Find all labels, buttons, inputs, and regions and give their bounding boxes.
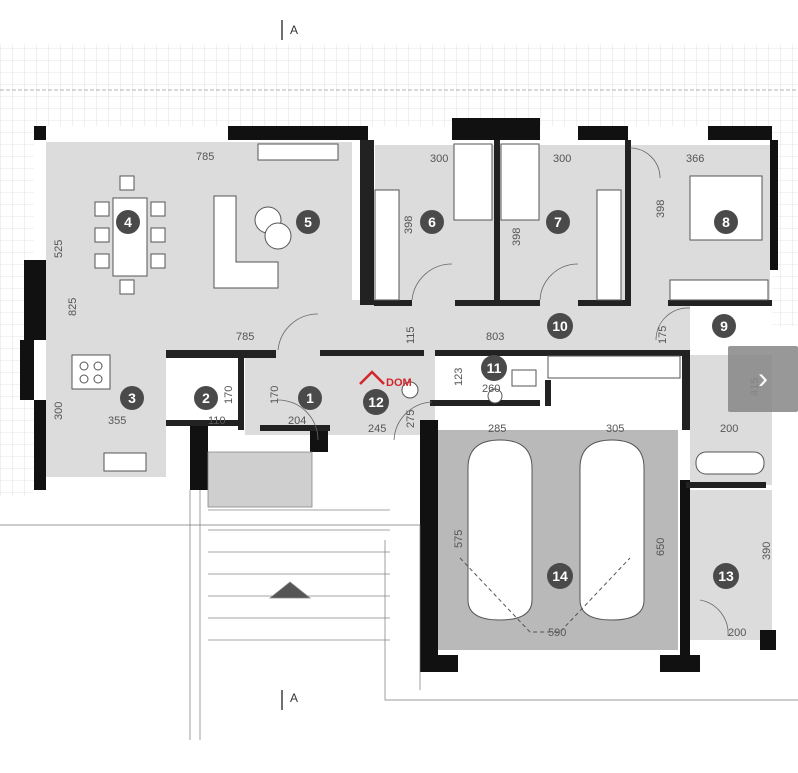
dim-590: 590 bbox=[548, 627, 566, 639]
terrace-grid-top bbox=[0, 44, 798, 126]
room-1-number: 1 bbox=[306, 390, 314, 406]
hall-floor bbox=[160, 300, 690, 355]
dim-110: 110 bbox=[208, 415, 226, 427]
section-label-bottom: A bbox=[290, 691, 298, 705]
room-5-number: 5 bbox=[304, 214, 312, 230]
plot-outline bbox=[0, 524, 798, 701]
room-12-number: 12 bbox=[368, 394, 384, 410]
entrance-stairs bbox=[189, 451, 390, 740]
dim-123: 123 bbox=[453, 368, 465, 386]
room-3-number: 3 bbox=[128, 390, 136, 406]
dim-650: 650 bbox=[655, 538, 667, 556]
dim-175: 175 bbox=[657, 326, 669, 344]
room-11-number: 11 bbox=[487, 360, 502, 376]
dim-285: 285 bbox=[488, 423, 506, 435]
dim-260: 260 bbox=[482, 383, 500, 395]
dim-200-b: 200 bbox=[728, 627, 746, 639]
watermark-text: DOM bbox=[386, 377, 412, 389]
dim-200-a: 200 bbox=[720, 423, 738, 435]
beds bbox=[374, 143, 769, 301]
dim-390: 390 bbox=[761, 542, 773, 560]
dim-170-a: 170 bbox=[223, 386, 235, 404]
exterior-walls bbox=[20, 118, 778, 672]
chevron-right-icon: › bbox=[758, 362, 768, 395]
dim-825: 825 bbox=[67, 298, 79, 316]
dim-525: 525 bbox=[53, 240, 65, 258]
cars bbox=[459, 439, 645, 633]
house-logo-icon: DOM bbox=[359, 370, 412, 389]
watermark-logo: DOM bbox=[356, 364, 424, 398]
dim-305: 305 bbox=[606, 423, 624, 435]
dim-300-a: 300 bbox=[430, 153, 448, 165]
kitchen-counter bbox=[71, 143, 339, 472]
room-8-number: 8 bbox=[722, 214, 730, 230]
dim-398-a: 398 bbox=[403, 216, 415, 234]
room-10-number: 10 bbox=[552, 318, 568, 334]
room-6-number: 6 bbox=[428, 214, 436, 230]
dim-115: 115 bbox=[405, 326, 417, 344]
dim-204: 204 bbox=[288, 415, 306, 427]
dim-398-c: 398 bbox=[655, 200, 667, 218]
room-9-number: 9 bbox=[720, 318, 728, 334]
room-4-number: 4 bbox=[124, 214, 132, 230]
room-14-number: 14 bbox=[552, 568, 568, 584]
dim-245: 245 bbox=[368, 423, 386, 435]
dim-275: 275 bbox=[405, 410, 417, 428]
dim-170-b: 170 bbox=[269, 386, 281, 404]
door-swings bbox=[277, 147, 729, 637]
room-2-number: 2 bbox=[202, 390, 210, 406]
dim-398-b: 398 bbox=[511, 228, 523, 246]
bathroom-fixtures bbox=[401, 355, 765, 475]
interior-walls bbox=[166, 140, 772, 488]
room-13-number: 13 bbox=[718, 568, 734, 584]
dim-355: 355 bbox=[108, 415, 126, 427]
dim-785-mid: 785 bbox=[236, 331, 254, 343]
dim-366: 366 bbox=[686, 153, 704, 165]
section-label-top: A bbox=[290, 23, 298, 37]
dim-300-b: 300 bbox=[553, 153, 571, 165]
entrance-arrow-icon bbox=[268, 581, 312, 599]
room-7-number: 7 bbox=[554, 214, 562, 230]
room-badges: 1 2 3 4 5 6 7 8 9 10 11 12 13 14 bbox=[116, 210, 739, 589]
dim-575: 575 bbox=[453, 530, 465, 548]
sofa bbox=[213, 195, 292, 289]
next-image-button[interactable]: › bbox=[728, 346, 798, 412]
dim-300-left: 300 bbox=[53, 402, 65, 420]
dim-785-top: 785 bbox=[196, 151, 214, 163]
dim-803: 803 bbox=[486, 331, 504, 343]
